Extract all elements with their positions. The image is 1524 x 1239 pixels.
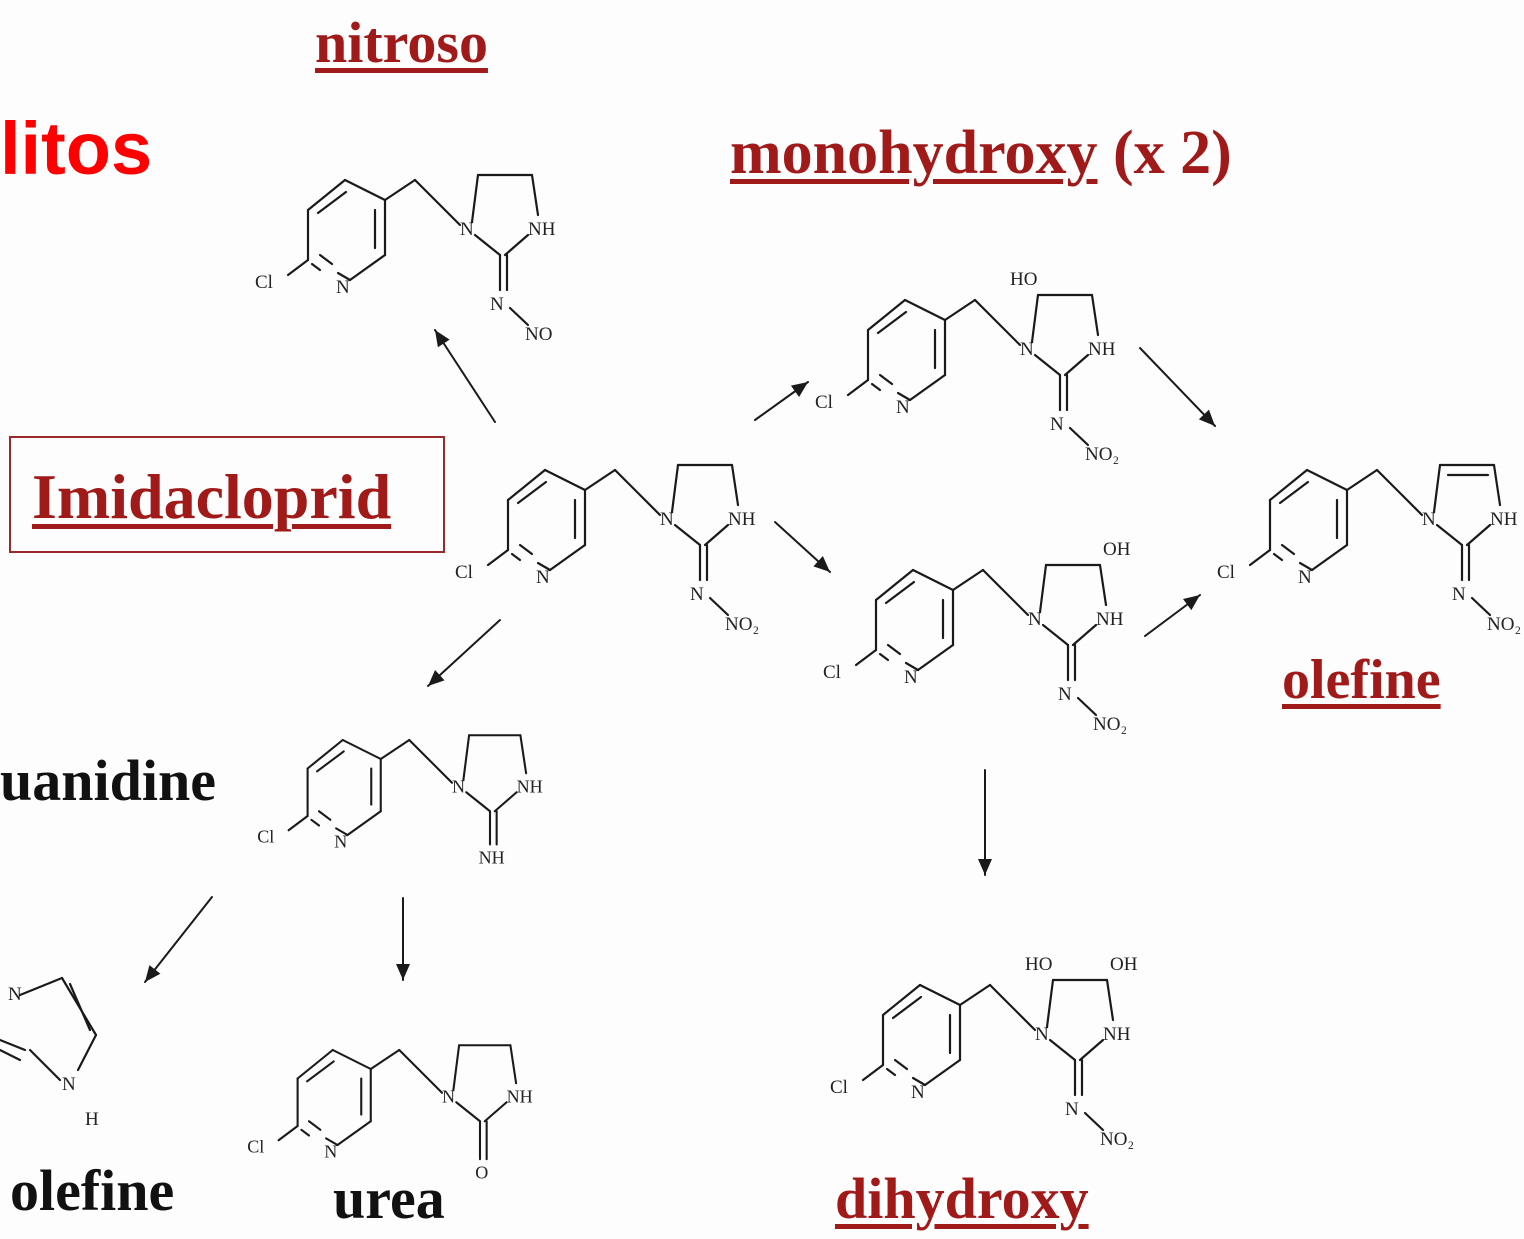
ring-nitrogen: N — [334, 831, 347, 851]
carbonyl-oxygen: O — [475, 1162, 488, 1182]
ring-nitrogen: N — [536, 567, 550, 588]
imid-nitrogen: N — [452, 776, 465, 796]
imid-nh: NH — [1490, 509, 1518, 530]
hydroxy-left: HO — [1010, 269, 1037, 290]
imid-nitrogen: N — [460, 219, 474, 240]
imine-nitrogen: N — [1065, 1099, 1079, 1120]
chlorine-atom: Cl — [255, 272, 273, 293]
partial-nitrogen: N — [8, 984, 22, 1005]
imid-nitrogen: N — [660, 509, 674, 530]
imid-nitrogen: N — [1035, 1024, 1049, 1045]
mol-urea: N Cl N NH O — [247, 1044, 533, 1182]
arrow-to-dihydroxy — [978, 769, 992, 876]
imid-nh: NH — [528, 219, 556, 240]
ring-nitrogen: N — [324, 1141, 337, 1161]
nitro-group: NO — [525, 324, 552, 345]
label-urea: urea — [333, 1166, 445, 1231]
arrow-to-nitroso — [434, 329, 496, 423]
partial-nitrogen-2: N — [62, 1074, 76, 1095]
label-dihydroxy: dihydroxy — [835, 1166, 1089, 1231]
label-guanidine: uanidine — [0, 748, 216, 813]
label-olefine-right: olefine — [1282, 649, 1441, 711]
chlorine-atom: Cl — [823, 662, 841, 683]
mol-olefine-left-partial: NNH — [0, 976, 99, 1130]
chlorine-atom: Cl — [247, 1137, 264, 1157]
ring-nitrogen: N — [911, 1082, 925, 1103]
ring-nitrogen: N — [904, 667, 918, 688]
arrow-to-monohydroxy-1 — [754, 381, 809, 421]
nitro-group: NO₂ — [1100, 1129, 1134, 1150]
ring-nitrogen: N — [896, 397, 910, 418]
arrow-to-urea — [396, 897, 410, 981]
imid-nitrogen: N — [442, 1086, 455, 1106]
label-olefine-left: olefine — [10, 1158, 175, 1223]
imine-nh: NH — [479, 848, 505, 868]
nitro-group: NO₂ — [1085, 444, 1119, 465]
arrow-to-monohydroxy-2 — [774, 521, 831, 573]
arrow-mono1-to-olefine — [1139, 347, 1216, 427]
imine-nitrogen: N — [1452, 584, 1466, 605]
slide-title: litos — [0, 107, 153, 190]
label-imidacloprid: Imidacloprid — [32, 461, 392, 532]
hydroxy-right: OH — [1103, 539, 1131, 560]
label-nitroso: nitroso — [315, 10, 488, 75]
imid-nitrogen: N — [1028, 609, 1042, 630]
imid-nh: NH — [1088, 339, 1116, 360]
hydroxy-right: OH — [1110, 954, 1138, 975]
ring-nitrogen: N — [336, 277, 350, 298]
imid-nitrogen: N — [1422, 509, 1436, 530]
label-monohydroxy: monohydroxy — [730, 119, 1098, 187]
chlorine-atom: Cl — [257, 827, 274, 847]
imidacloprid-frame — [9, 436, 445, 553]
chlorine-atom: Cl — [815, 392, 833, 413]
chlorine-atom: Cl — [830, 1077, 848, 1098]
label-monohydroxy-group: monohydroxy (x 2) — [730, 122, 1232, 184]
arrow-to-olefine-left — [144, 896, 213, 983]
imine-nitrogen: N — [690, 584, 704, 605]
imid-nh: NH — [507, 1086, 533, 1106]
arrow-to-guanidine — [427, 619, 501, 687]
nitro-group: NO₂ — [1487, 614, 1521, 635]
hydroxy-left: HO — [1025, 954, 1052, 975]
imid-nh: NH — [728, 509, 756, 530]
ring-nitrogen: N — [1298, 567, 1312, 588]
imine-nitrogen: N — [1058, 684, 1072, 705]
chlorine-atom: Cl — [455, 562, 473, 583]
label-monohydroxy-count: (x 2) — [1113, 119, 1232, 187]
imid-nh: NH — [517, 776, 543, 796]
imine-nitrogen: N — [1050, 414, 1064, 435]
imine-nitrogen: N — [490, 294, 504, 315]
arrow-mono2-to-olefine — [1144, 594, 1201, 637]
mol-guanidine: N Cl N NH NH — [257, 734, 543, 868]
imid-nh: NH — [1096, 609, 1124, 630]
imid-nitrogen: N — [1020, 339, 1034, 360]
imid-nh: NH — [1103, 1024, 1131, 1045]
partial-hydrogen: H — [85, 1109, 99, 1130]
nitro-group: NO₂ — [1093, 714, 1127, 735]
nitro-group: NO₂ — [725, 614, 759, 635]
chlorine-atom: Cl — [1217, 562, 1235, 583]
